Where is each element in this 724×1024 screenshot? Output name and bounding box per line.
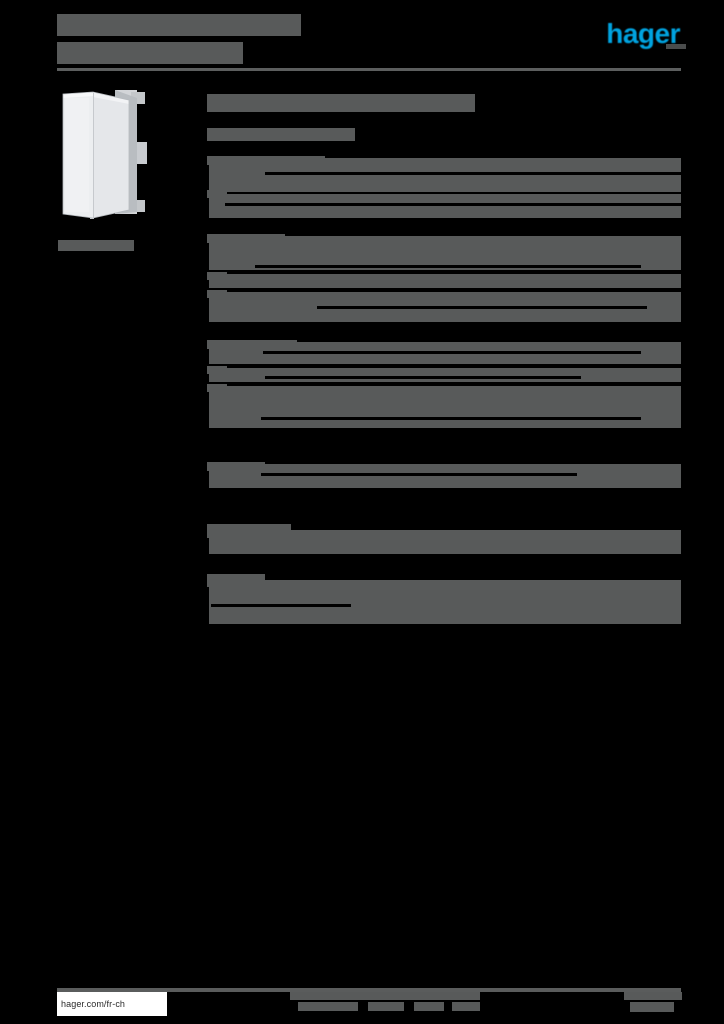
title-line [57,14,301,36]
value-gap [261,473,577,476]
row-value [209,580,681,590]
footer-divider [57,988,681,992]
subsection-title [207,128,355,141]
footer-text-block [298,1002,358,1011]
footer-text-block [290,992,480,1000]
footer-center-text [290,992,480,1014]
row-value [209,386,681,428]
product-illustration-svg [62,90,147,219]
value-gap [263,351,641,354]
footer-text-block [452,1002,480,1011]
row-value [209,158,681,192]
footer-page-number [624,992,682,1014]
page-header: hager [0,0,724,74]
title-line [57,42,243,64]
table-band [209,530,681,554]
value-gap [211,604,351,607]
product-photo [57,84,167,232]
row-value [209,368,681,382]
logo-trademark-mark [666,44,686,49]
value-gap [265,376,581,379]
specification-content [207,84,681,624]
value-gap [317,306,647,309]
hager-logo: hager [606,18,680,49]
table-band-2 [209,590,681,624]
section-title [207,94,475,112]
header-divider [57,68,681,71]
footer-text-block [414,1002,444,1011]
page-footer: hager.com/fr-ch [0,972,724,1024]
footer-url-box[interactable]: hager.com/fr-ch [57,992,167,1016]
row-value [209,194,681,218]
value-gap [265,172,681,175]
value-gap [261,417,641,420]
row-value [209,464,681,488]
page-title [57,14,307,66]
product-caption [58,240,134,251]
value-gap [225,203,681,206]
value-gap [255,265,641,268]
footer-page-block [630,1002,674,1012]
footer-text-block [368,1002,404,1011]
footer-page-block [624,992,682,1000]
product-figure [57,84,177,264]
footer-url-link[interactable]: hager.com/fr-ch [61,999,126,1009]
row-value [209,236,681,270]
row-value [209,274,681,288]
